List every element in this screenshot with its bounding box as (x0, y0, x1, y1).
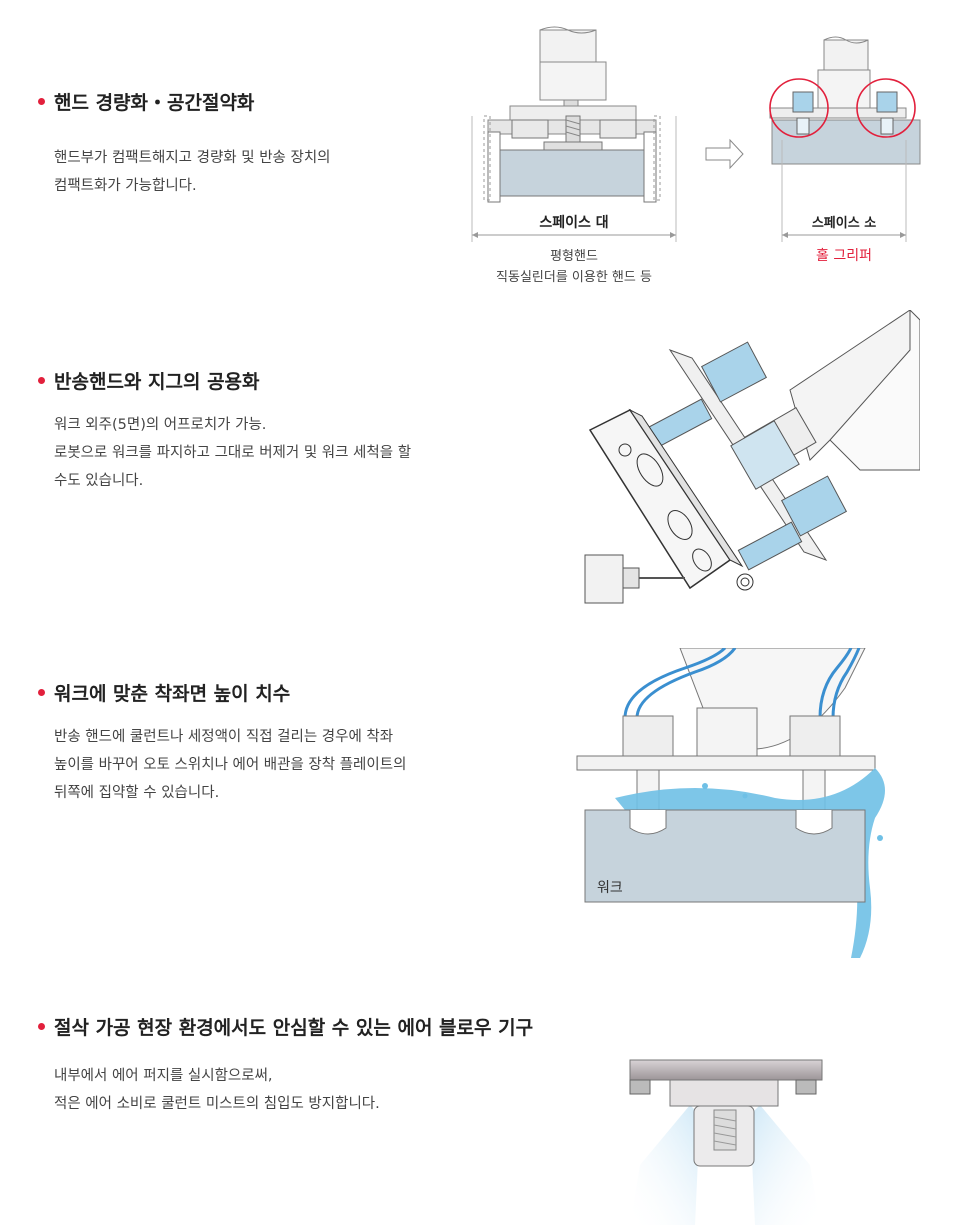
section-4-heading: 절삭 가공 현장 환경에서도 안심할 수 있는 에어 블로우 기구 (38, 1013, 533, 1040)
bullet-icon (38, 377, 45, 384)
section-4-description: 내부에서 에어 퍼지를 실시함으로써, 적은 에어 소비로 쿨런트 미스트의 침… (54, 1062, 380, 1118)
bullet-icon (38, 1023, 45, 1030)
section-1-heading: 핸드 경량화・공간절약화 (38, 88, 254, 115)
section-2-description: 워크 외주(5면)의 어프로치가 가능. 로봇으로 워크를 파지하고 그대로 버… (54, 411, 411, 495)
desc-line: 핸드부가 컴팩트해지고 경량화 및 반송 장치의 (54, 150, 331, 166)
parallel-hand-caption: 평형핸드 (550, 248, 598, 264)
hole-gripper-illustration (769, 36, 921, 165)
section-1-description: 핸드부가 컴팩트해지고 경량화 및 반송 장치의 컴팩트화가 가능합니다. (54, 144, 331, 200)
section-3-description: 반송 핸드에 쿨런트나 세정액이 직접 걸리는 경우에 착좌 높이를 바꾸어 오… (54, 723, 406, 807)
parallel-hand-illustration (483, 26, 661, 203)
section-4-title: 절삭 가공 현장 환경에서도 안심할 수 있는 에어 블로우 기구 (54, 1017, 534, 1039)
section-2-heading: 반송핸드와 지그의 공용화 (38, 367, 260, 394)
section-1-title: 핸드 경량화・공간절약화 (54, 92, 255, 114)
desc-line: 적은 에어 소비로 쿨런트 미스트의 침입도 방지합니다. (54, 1096, 380, 1112)
air-blow-mechanism-illustration (629, 1059, 823, 1225)
section-3-title: 워크에 맞춘 착좌면 높이 치수 (54, 683, 291, 705)
section-2-title: 반송핸드와 지그의 공용화 (54, 371, 260, 393)
seating-height-illustration: 워크 (576, 648, 885, 958)
hole-gripper-caption: 홀 그리퍼 (816, 248, 872, 264)
section-3-heading: 워크에 맞춘 착좌면 높이 치수 (38, 679, 290, 706)
bullet-icon (38, 98, 45, 105)
space-large-label: 스페이스 대 (539, 214, 608, 231)
robot-hand-jig-illustration (584, 310, 920, 604)
cylinder-hand-caption: 직동실린더를 이용한 핸드 등 (496, 269, 652, 285)
desc-line: 컴팩트화가 가능합니다. (54, 178, 197, 194)
work-label: 워크 (597, 880, 623, 896)
space-small-label: 스페이스 소 (812, 215, 876, 231)
desc-line: 수도 있습니다. (54, 473, 144, 489)
desc-line: 높이를 바꾸어 오토 스위치나 에어 배관을 장착 플레이트의 (54, 757, 407, 773)
bullet-icon (38, 689, 45, 696)
space-comparison-diagram: 스페이스 대 평형핸드 직동실린더를 이용한 핸드 등 스페이스 소 홀 그리퍼 (471, 26, 921, 285)
desc-line: 반송 핸드에 쿨런트나 세정액이 직접 걸리는 경우에 착좌 (54, 729, 394, 745)
desc-line: 뒤쪽에 집약할 수 있습니다. (54, 785, 220, 801)
desc-line: 워크 외주(5면)의 어프로치가 가능. (54, 417, 267, 433)
desc-line: 로봇으로 워크를 파지하고 그대로 버제거 및 워크 세척을 할 (54, 445, 412, 461)
arrow-right-icon (705, 138, 744, 170)
desc-line: 내부에서 에어 퍼지를 실시함으로써, (54, 1068, 273, 1084)
